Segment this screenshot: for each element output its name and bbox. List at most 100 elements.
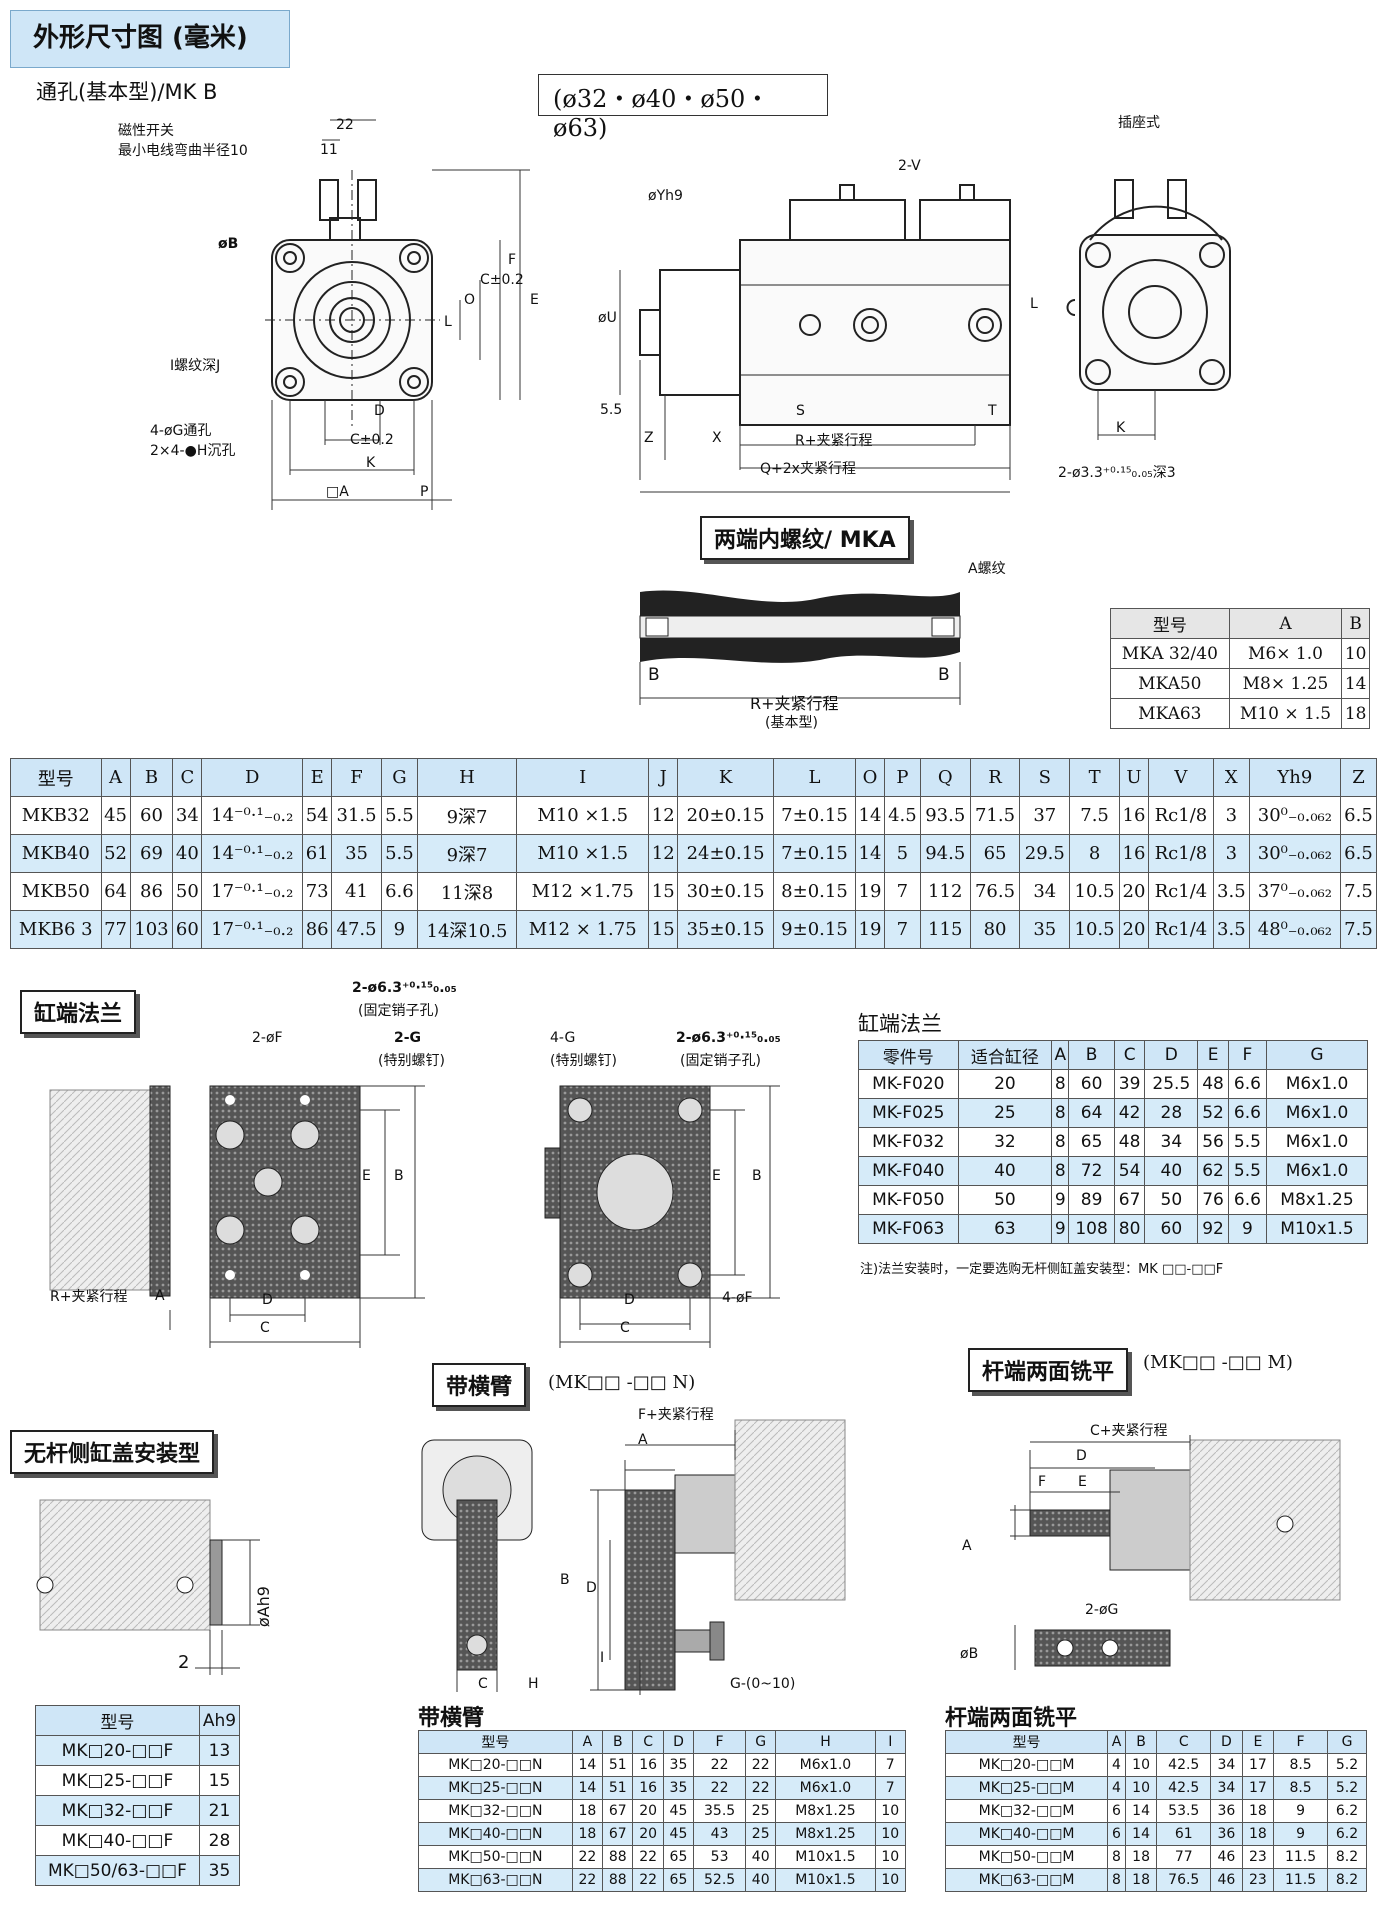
table-cell: 112 [919, 872, 971, 911]
flange-pin-label-2: 2-ø6.3⁺⁰·¹⁵₀.₀₅ [676, 1030, 781, 1046]
table-header-cell: A [100, 758, 131, 797]
table-cell: 45 [662, 1822, 695, 1846]
table-cell: MK-F032 [858, 1127, 959, 1157]
table-header-cell: S [1019, 758, 1071, 797]
socket-view [1066, 179, 1231, 391]
table-cell: 92 [1197, 1214, 1229, 1244]
table-cell: 8 [1051, 1069, 1070, 1099]
table-cell: 12 [648, 834, 679, 873]
table-header-cell: F [693, 1730, 747, 1754]
hole-4h-label: 2×4-●H沉孔 [150, 443, 236, 459]
table-cell: MKB32 [10, 796, 102, 835]
table-cell: 62 [1197, 1156, 1229, 1186]
mill-dim-a: A [962, 1538, 972, 1554]
arm-dim-h: H [528, 1676, 539, 1692]
mka-drawing [639, 590, 961, 705]
table-cell: MK□25-□□N [418, 1776, 573, 1800]
table-cell: MK□32-□□M [944, 1799, 1109, 1823]
table-header-cell: X [1212, 758, 1250, 797]
table-cell: 64 [1068, 1098, 1115, 1128]
dim-z: Z [644, 430, 654, 446]
table-cell: M10 ×1.5 [516, 796, 650, 835]
mill-dim-f: F [1038, 1474, 1047, 1490]
table-cell: 16 [1118, 796, 1149, 835]
mka-th-b: B [1341, 608, 1370, 639]
flange-dim-c2: C [620, 1320, 630, 1336]
table-cell: M6x1.0 [775, 1753, 876, 1777]
dim-d: D [374, 403, 385, 419]
table-cell: 15 [648, 872, 679, 911]
table-header-cell: A [1051, 1040, 1070, 1070]
flange-screw-label-1: (特别螺钉) [378, 1053, 445, 1069]
table-header-cell: R [969, 758, 1021, 797]
mill-dim-b: øB [960, 1646, 979, 1662]
table-header-cell: E [302, 758, 333, 797]
mill-dim-d: D [1076, 1448, 1087, 1464]
mka-stroke-label: R+夹紧行程 [750, 694, 839, 713]
table-cell: 42 [1113, 1098, 1146, 1128]
table-cell: 14⁻⁰·¹₋₀.₂ [201, 834, 304, 873]
table-cell: 5.5 [1227, 1127, 1267, 1157]
table-cell: 80 [969, 910, 1021, 949]
table-cell: 17⁻⁰·¹₋₀.₂ [201, 872, 304, 911]
table-header-cell: Z [1339, 758, 1378, 797]
table-cell: 7±0.15 [773, 796, 856, 835]
norod-drawing [36, 1499, 260, 1675]
table-cell: MK□20-□□M [944, 1753, 1109, 1777]
table-cell: 4 [1107, 1776, 1126, 1800]
table-cell: 6.6 [1227, 1069, 1267, 1099]
table-header-cell: Q [919, 758, 971, 797]
table-cell: 10 [874, 1868, 907, 1892]
table-header-cell: C [172, 758, 203, 797]
table-cell: 35 [662, 1753, 695, 1777]
table-cell: 7 [883, 872, 921, 911]
table-cell: 45 [100, 796, 131, 835]
table-cell: 8.5 [1273, 1776, 1328, 1800]
table-cell: 25.5 [1144, 1069, 1199, 1099]
table-cell: 28 [198, 1825, 241, 1856]
table-cell: 52.5 [693, 1868, 747, 1892]
table-header-cell: C [632, 1730, 664, 1754]
table-header-cell: O [854, 758, 885, 797]
table-cell: 93.5 [919, 796, 971, 835]
table-cell: 8 [1107, 1845, 1126, 1869]
flange-2f-label: 2-øF [252, 1030, 283, 1046]
table-cell: M6x1.0 [1265, 1127, 1369, 1157]
table-cell: 54 [1113, 1156, 1146, 1186]
table-cell: MK□50-□□N [418, 1845, 573, 1869]
table-cell: 89 [1068, 1185, 1115, 1215]
table-cell: 40 [745, 1868, 777, 1892]
table-header-cell: G [1326, 1730, 1368, 1754]
table-header-cell: I [516, 758, 650, 797]
table-cell: 5.2 [1326, 1776, 1368, 1800]
flange-r-stroke: R+夹紧行程 [50, 1289, 128, 1305]
table-cell: 54 [302, 796, 333, 835]
table-cell: 34 [1144, 1127, 1199, 1157]
mill-table-title: 杆端两面铣平 [945, 1706, 1078, 1731]
dim-11: 11 [320, 142, 338, 158]
table-cell: 48⁰₋₀.₀₆₂ [1248, 910, 1341, 949]
table-header-cell: G [380, 758, 418, 797]
table-cell: 41 [331, 872, 382, 911]
table-cell: 9 [1273, 1799, 1328, 1823]
table-header-cell: B [602, 1730, 634, 1754]
mka-th-a: A [1228, 608, 1343, 639]
page-title: 外形尺寸图 (毫米) [10, 10, 290, 68]
table-cell: 67 [602, 1822, 634, 1846]
table-header-cell: B [1124, 1730, 1158, 1754]
table-cell: MK□40-□□M [944, 1822, 1109, 1846]
dim-u: øU [598, 310, 617, 326]
table-cell: MKB50 [10, 872, 102, 911]
table-cell: 94.5 [919, 834, 971, 873]
table-cell: 17 [1241, 1776, 1275, 1800]
table-cell: 65 [1068, 1127, 1115, 1157]
table-cell: 51 [602, 1776, 634, 1800]
bend-radius-label: 最小电线弯曲半径10 [118, 143, 248, 159]
table-cell: 36 [1210, 1799, 1243, 1823]
